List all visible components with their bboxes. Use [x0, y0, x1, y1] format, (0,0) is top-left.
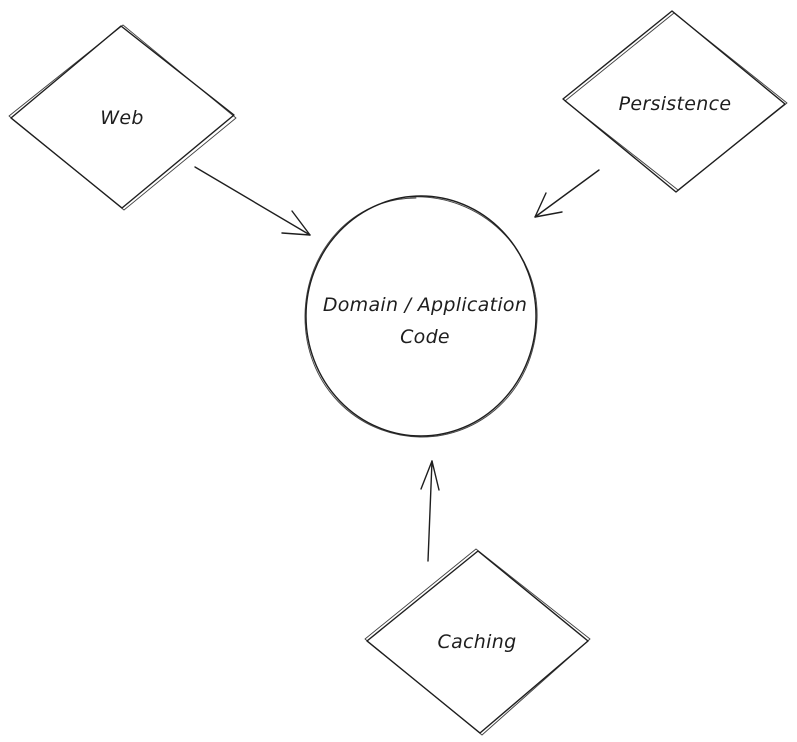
persistence-node[interactable]: Persistence: [562, 10, 788, 193]
domain-label-line2: Code: [400, 326, 450, 348]
domain-circle-sketch: [304, 196, 538, 438]
arrow-caching-line: [427, 460, 433, 562]
arrow-caching-to-domain: [420, 460, 440, 562]
arrow-web-head: [281, 210, 311, 236]
caching-label: Caching: [438, 631, 517, 653]
domain-circle-shape: [305, 195, 537, 437]
persistence-diamond-shape: [562, 10, 786, 193]
caching-node[interactable]: Caching: [364, 548, 591, 736]
arrow-persistence-to-domain: [534, 169, 600, 218]
arrow-web-line: [194, 166, 311, 236]
arrow-web-to-domain: [194, 166, 311, 236]
arrow-persistence-head: [534, 192, 563, 218]
persistence-diamond-sketch: [564, 12, 788, 191]
web-node[interactable]: Web: [8, 24, 237, 211]
web-label: Web: [100, 107, 143, 129]
persistence-label: Persistence: [619, 93, 732, 115]
caching-diamond-sketch: [364, 548, 591, 736]
web-diamond-sketch: [8, 24, 237, 211]
arrow-caching-head: [420, 460, 440, 491]
arrow-persistence-line: [534, 169, 600, 218]
domain-label-line1: Domain / Application: [323, 294, 527, 316]
domain-node[interactable]: Domain / Application Code: [304, 195, 538, 438]
